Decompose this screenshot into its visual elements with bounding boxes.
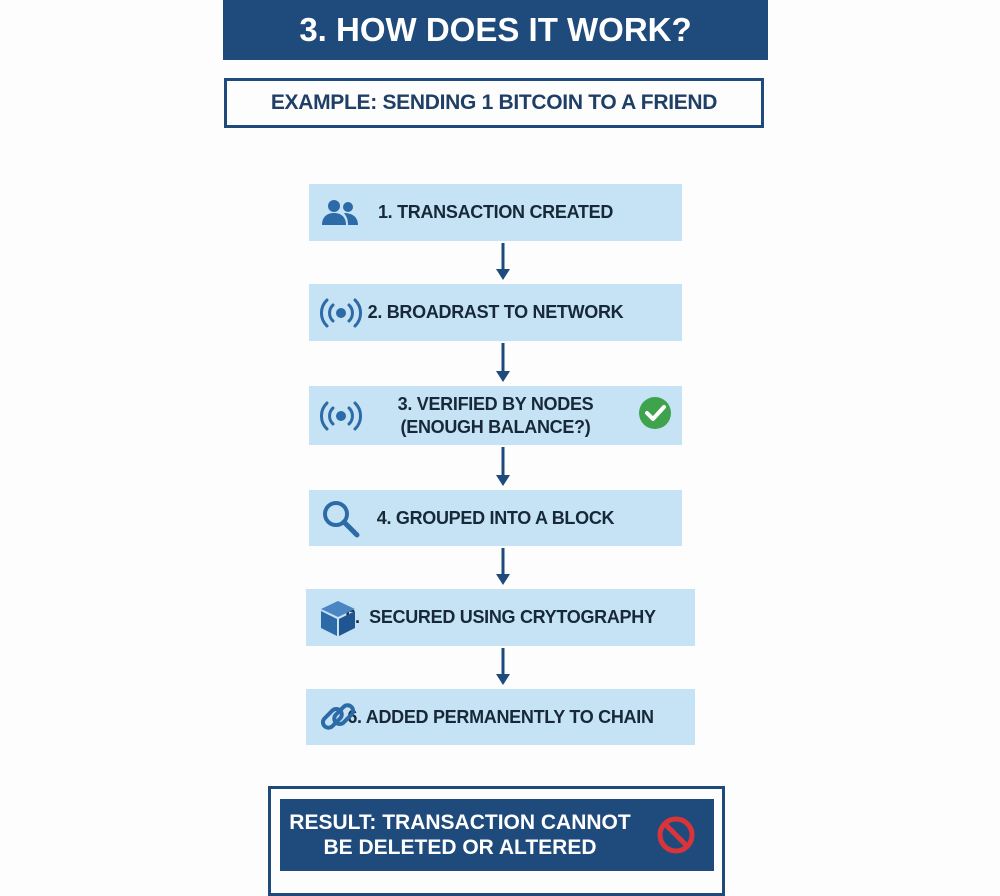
example-subtitle: EXAMPLE: SENDING 1 BITCOIN TO A FRIEND <box>224 78 764 128</box>
step-label: 6. ADDED PERMANENTLY TO CHAIN <box>347 706 654 727</box>
search-icon <box>319 500 363 538</box>
prohibited-icon <box>656 815 696 861</box>
result-line-2: BE DELETED OR ALTERED <box>323 836 597 859</box>
page-title: 3. HOW DOES IT WORK? <box>223 0 768 60</box>
users-icon <box>319 195 363 231</box>
link-icon <box>316 699 360 735</box>
arrow-down-icon <box>496 447 510 486</box>
broadcast-icon <box>319 295 363 331</box>
arrow-down-icon <box>496 343 510 382</box>
step-transaction-created: 1. TRANSACTION CREATED <box>309 184 682 241</box>
result-line-1: RESULT: TRANSACTION CANNOT <box>289 811 631 834</box>
step-grouped: 4. GROUPED INTO A BLOCK <box>309 490 682 546</box>
step-label: 4. GROUPED INTO A BLOCK <box>376 507 615 528</box>
step-label: 5. SECURED USING CRYTOGRAPHY <box>345 607 656 627</box>
step-label: 2. BROADRAST TO NETWORK <box>367 302 624 322</box>
step-verified: 3. VERIFIED BY NODES(ENOUGH BALANCE?) <box>309 386 682 445</box>
broadcast-icon <box>319 398 363 434</box>
cube-icon <box>316 600 360 636</box>
arrow-down-icon <box>496 548 510 585</box>
arrow-down-icon <box>496 243 510 280</box>
arrow-down-icon <box>496 648 510 685</box>
step-label: 1. TRANSACTION CREATED <box>377 202 614 222</box>
check-icon <box>638 396 672 436</box>
step-label: 3. VERIFIED BY NODES(ENOUGH BALANCE?) <box>397 393 594 437</box>
step-added: 6. ADDED PERMANENTLY TO CHAIN <box>306 689 695 745</box>
step-secured: 5. SECURED USING CRYTOGRAPHY <box>306 589 695 646</box>
step-broadcast: 2. BROADRAST TO NETWORK <box>309 284 682 341</box>
